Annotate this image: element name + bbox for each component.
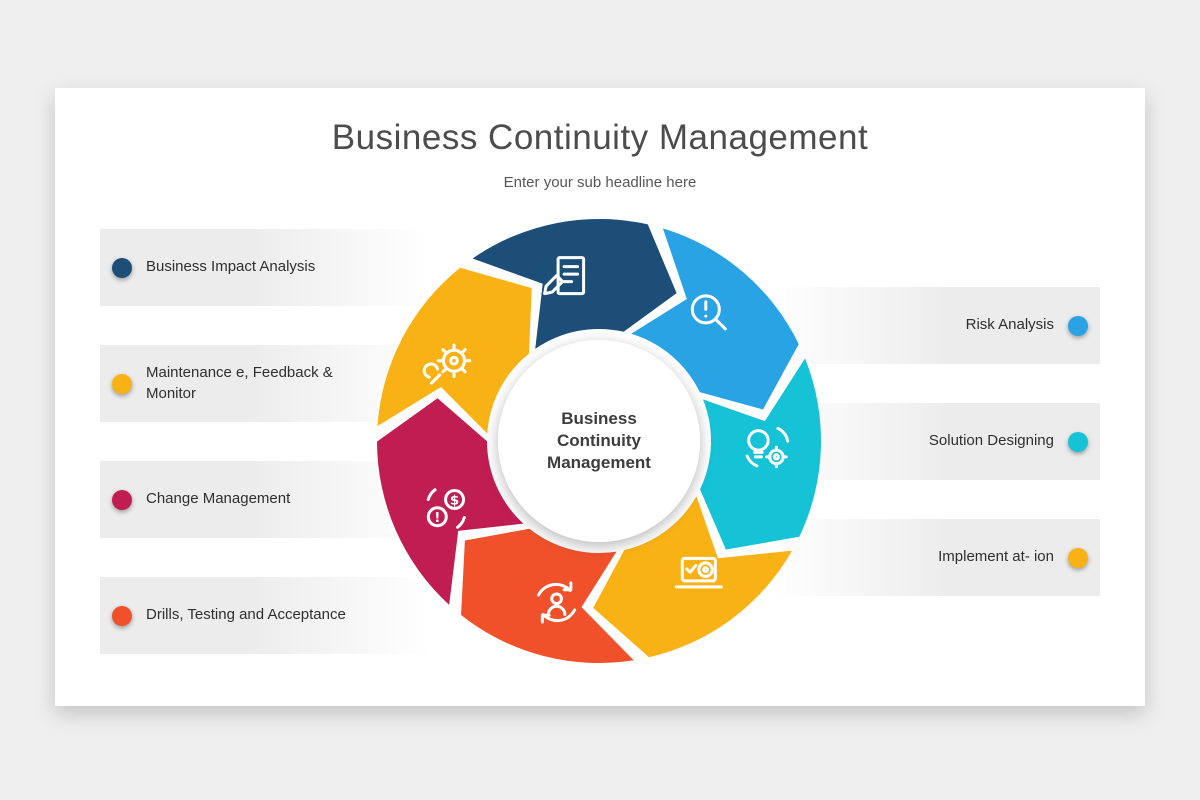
slide: Business Continuity Management Enter you… [55,88,1145,706]
wheel-segment-implementation [593,496,793,658]
row-label: Solution Designing [928,432,1054,450]
row-risk-analysis: Risk Analysis [770,287,1100,364]
row-label: Maintenance e, Feedback & Monitor [146,364,333,402]
laptop-gear-icon [674,556,723,589]
center-line: Management [547,453,651,472]
wheel-center-circle [498,340,700,542]
page-subtitle: Enter your sub headline here [503,174,697,191]
magnifier-alert-icon [690,294,727,331]
page-title: Business Continuity Management [331,118,869,157]
bullet-dot [1068,431,1088,452]
money-gear-icon: $! [426,488,466,529]
row-label: Drills, Testing and Acceptance [146,606,346,624]
bulb-gear-icon [745,426,790,469]
bullet-dot [112,605,132,626]
center-line: Continuity [556,431,642,450]
bullet-dot [1068,315,1088,336]
center-line: Business [561,409,637,428]
bullet-dot [112,373,132,394]
row-maintenance-feedback-monitor: Maintenance e, Feedback & Monitor [100,345,430,422]
row-solution-designing: Solution Designing [770,403,1100,480]
wheel-segment-solution-designing [700,358,821,550]
bullet-dot [1068,547,1088,568]
row-drills-testing-acceptance: Drills, Testing and Acceptance [100,577,430,654]
gear-wrench-icon [422,343,472,385]
row-label: Change Management [146,490,291,508]
row-label: Implement at- ion [938,548,1054,566]
wheel-segment-change-management [377,398,524,605]
row-business-impact-analysis: Business Impact Analysis [100,229,430,306]
people-sync-icon [537,581,577,624]
row-change-management: Change Management [100,461,430,538]
row-label: Risk Analysis [965,316,1054,334]
wheel-center-label: Business Continuity Management [509,398,689,484]
svg-text:$: $ [450,493,459,509]
bullet-dot [112,489,132,510]
wheel-segment-business-impact-analysis [472,218,677,349]
bcm-wheel-diagram: $! [377,218,821,664]
bullet-dot [112,257,132,278]
row-implementation: Implement at- ion [770,519,1100,596]
svg-text:!: ! [434,510,440,526]
row-label: Business Impact Analysis [146,258,316,276]
wheel-segment-drills-testing-acceptance [461,528,634,664]
document-pencil-icon [543,256,586,296]
